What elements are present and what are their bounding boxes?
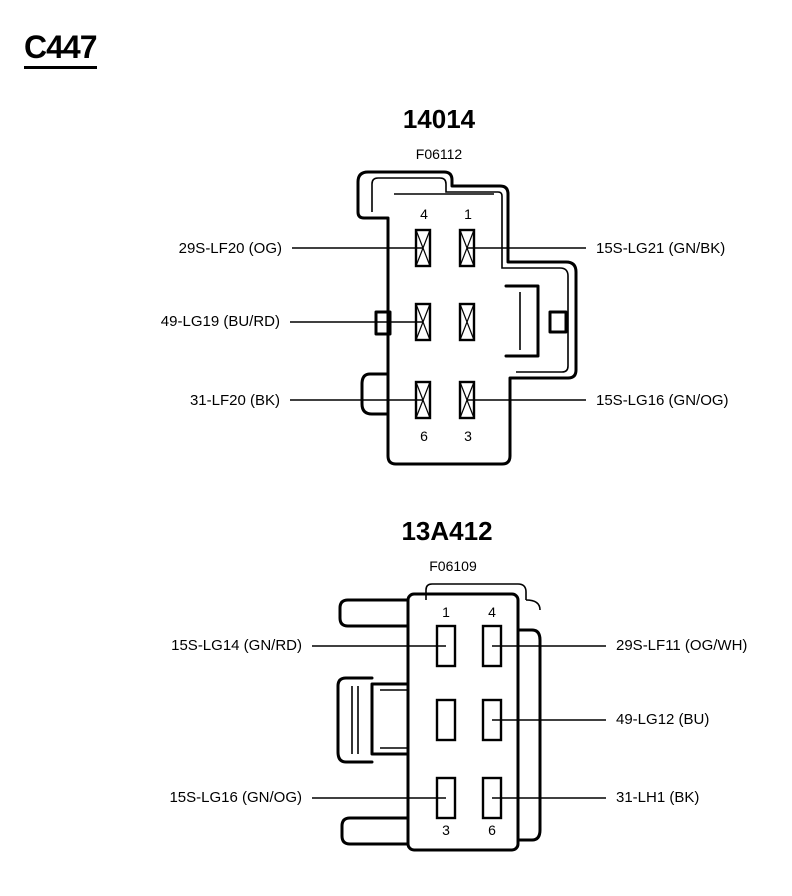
connector-1-wire-label-left-bottom: 31-LF20 (BK) — [189, 392, 280, 409]
connector-2-leaders — [312, 645, 606, 799]
connector-2-figure-code: F06109 — [429, 558, 477, 574]
connector-1-wire-label-right-top: 15S-LG21 (GN/BK) — [596, 240, 726, 257]
connector-2-pin-3-number: 3 — [442, 822, 450, 838]
connector-2-terminals — [435, 624, 503, 820]
connector-1-pin-4-number: 4 — [420, 206, 428, 222]
connector-2-wire-label-right-middle: 49-LG12 (BU) — [616, 711, 710, 728]
connector-1-pin-1-number: 1 — [464, 206, 472, 222]
connector-2-wire-label-left-top: 15S-LG14 (GN/RD) — [171, 637, 302, 654]
connector-1-body — [356, 170, 578, 466]
connector-1-figure-code: F06112 — [415, 146, 463, 162]
connector-1-pin-3-number: 3 — [464, 428, 472, 444]
connector-2-pin-4-number: 4 — [488, 604, 496, 620]
connector-2-pin-1-number: 1 — [442, 604, 450, 620]
connector-1-wire-label-left-middle: 49-LG19 (BU/RD) — [160, 313, 280, 330]
connector-1-leaders — [290, 247, 586, 401]
connector-1-wire-label-right-bottom: 15S-LG16 (GN/OG) — [596, 392, 729, 409]
connector-2-pin-6-number: 6 — [488, 822, 496, 838]
connector-1-part-number: 14014 — [402, 104, 476, 134]
page-title: C447 — [24, 30, 97, 69]
connector-2-wire-label-left-bottom: 15S-LG16 (GN/OG) — [169, 789, 302, 806]
connector-1-terminals — [414, 228, 476, 420]
connector-2-wire-label-right-bottom: 31-LH1 (BK) — [616, 789, 700, 806]
connector-1-wire-label-left-top: 29S-LF20 (OG) — [178, 240, 282, 257]
connector-2-part-number: 13A412 — [401, 516, 493, 546]
connector-2-wire-label-right-top: 29S-LF11 (OG/WH) — [616, 637, 748, 654]
connector-1-pin-6-number: 6 — [420, 428, 428, 444]
connector-2-body — [336, 583, 542, 852]
